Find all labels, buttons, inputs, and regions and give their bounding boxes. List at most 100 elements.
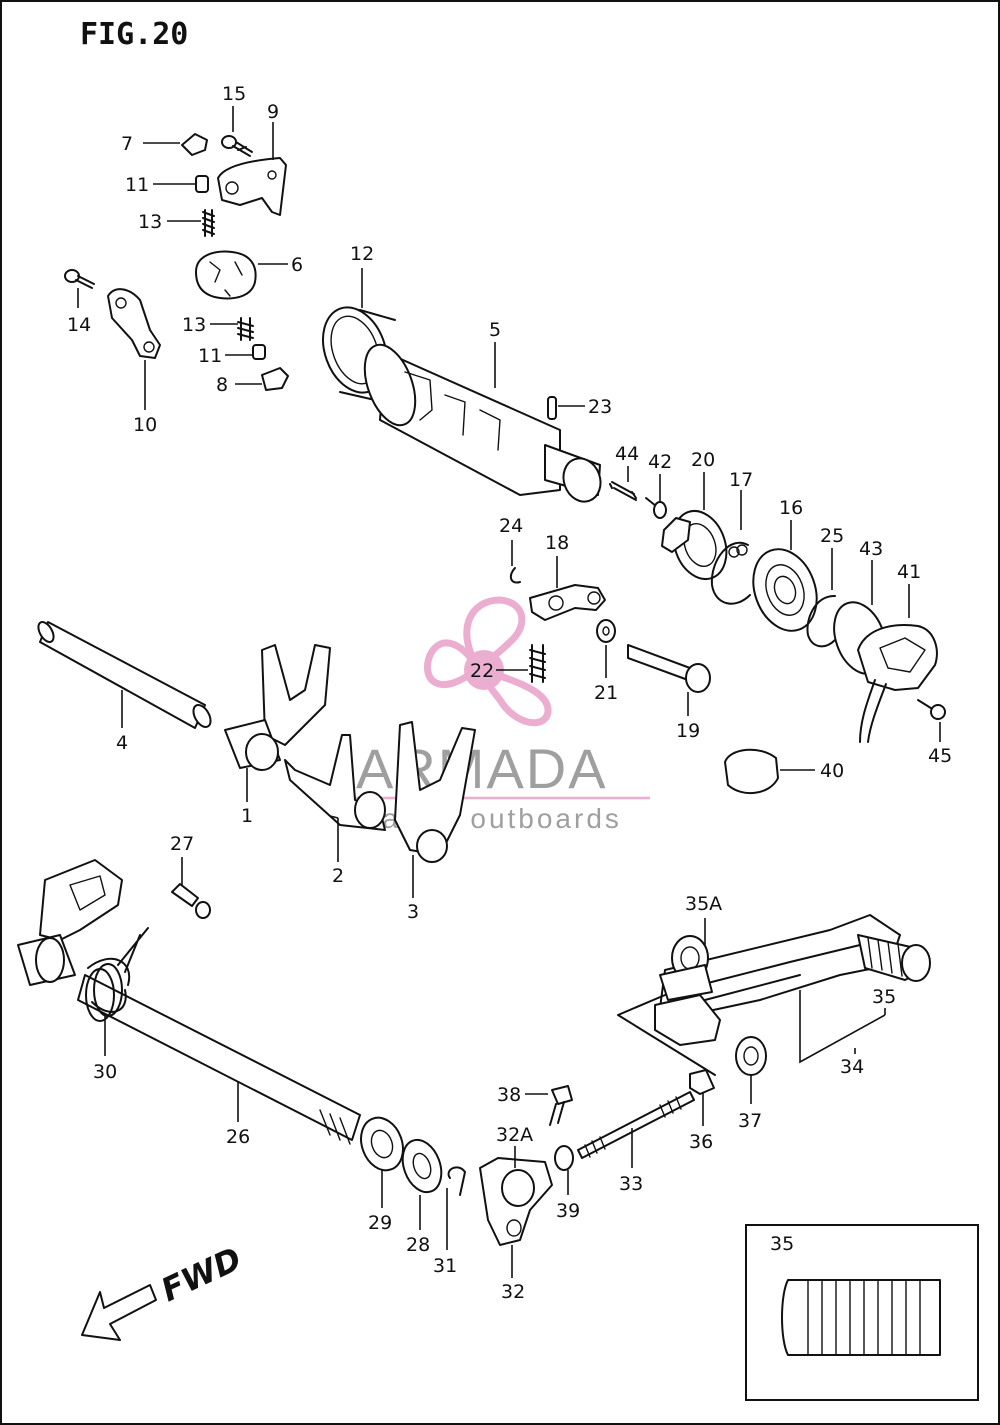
part-10-drawing <box>107 288 161 359</box>
part-36-drawing <box>689 1069 715 1095</box>
callout-28[interactable]: 28 <box>406 1234 430 1256</box>
part-42-drawing <box>645 497 667 519</box>
callout-14[interactable]: 14 <box>67 314 91 336</box>
callout-25[interactable]: 25 <box>820 525 844 547</box>
part-35-drawing <box>857 934 931 982</box>
part-35A-drawing <box>659 935 713 1001</box>
part-11a-drawing <box>195 175 209 193</box>
callout-38[interactable]: 38 <box>497 1084 521 1106</box>
callout-5[interactable]: 5 <box>489 319 501 341</box>
part-5-drawing <box>363 343 602 503</box>
part-45-drawing <box>917 699 946 720</box>
callout-41[interactable]: 41 <box>897 561 921 583</box>
callout-7[interactable]: 7 <box>121 133 133 155</box>
callout-4[interactable]: 4 <box>116 732 128 754</box>
callout-9[interactable]: 9 <box>267 101 279 123</box>
part-1-drawing <box>224 644 331 771</box>
part-4-drawing <box>37 621 212 729</box>
callout-16[interactable]: 16 <box>779 497 803 519</box>
callout-1[interactable]: 1 <box>241 805 253 827</box>
callout-27[interactable]: 27 <box>170 833 194 855</box>
callout-32[interactable]: 32 <box>501 1281 525 1303</box>
callout-26[interactable]: 26 <box>226 1126 250 1148</box>
callout-13-upper[interactable]: 13 <box>138 211 162 233</box>
callout-6[interactable]: 6 <box>291 254 303 276</box>
callout-36[interactable]: 36 <box>689 1131 713 1153</box>
part-7-drawing <box>181 133 208 156</box>
part-19-drawing <box>627 644 711 693</box>
part-30-drawing <box>85 927 149 1022</box>
part-41-drawing <box>857 624 938 743</box>
part-44-drawing <box>609 481 637 501</box>
watermark-brand: ARMADA <box>356 737 608 800</box>
propeller-logo-icon <box>423 596 552 727</box>
callout-34[interactable]: 34 <box>840 1056 864 1078</box>
callout-44[interactable]: 44 <box>615 443 639 465</box>
leader-lines <box>77 106 941 1278</box>
part-14-drawing <box>64 269 95 289</box>
callout-24[interactable]: 24 <box>499 515 523 537</box>
direction-label: FWD <box>155 1239 247 1309</box>
callout-17[interactable]: 17 <box>729 469 753 491</box>
callout-35[interactable]: 35 <box>872 986 896 1008</box>
callout-18[interactable]: 18 <box>545 532 569 554</box>
part-17-drawing <box>710 541 751 605</box>
callout-45[interactable]: 45 <box>928 745 952 767</box>
part-11b-drawing <box>252 344 266 360</box>
callout-3[interactable]: 3 <box>407 901 419 923</box>
part-23-drawing <box>547 396 557 420</box>
part-26-drawing <box>17 859 361 1145</box>
part-24-drawing <box>509 567 521 584</box>
part-2-drawing <box>284 734 386 831</box>
callout-2[interactable]: 2 <box>332 865 344 887</box>
callout-15[interactable]: 15 <box>222 83 246 105</box>
callout-13-lower[interactable]: 13 <box>182 314 206 336</box>
callout-11-lower[interactable]: 11 <box>198 345 222 367</box>
part-13a-drawing <box>202 209 215 237</box>
callout-20[interactable]: 20 <box>691 449 715 471</box>
figure-title: FIG.20 <box>80 17 188 52</box>
part-38-drawing <box>549 1085 573 1126</box>
part-labels: 7 15 9 11 13 6 14 13 11 8 10 12 5 23 44 … <box>67 83 952 1303</box>
inset-label: 35 <box>770 1233 794 1255</box>
callout-43[interactable]: 43 <box>859 538 883 560</box>
part-3-drawing <box>394 721 476 863</box>
part-29-drawing <box>360 1116 404 1172</box>
part-8-drawing <box>261 367 289 391</box>
callout-23[interactable]: 23 <box>588 396 612 418</box>
callout-22[interactable]: 22 <box>470 660 494 682</box>
callout-30[interactable]: 30 <box>93 1061 117 1083</box>
part-39-drawing <box>554 1145 574 1171</box>
callout-42[interactable]: 42 <box>648 451 672 473</box>
part-33-drawing <box>577 1091 695 1159</box>
inset-box <box>745 1224 979 1401</box>
part-13b-drawing <box>237 317 254 341</box>
callout-32A[interactable]: 32A <box>496 1124 533 1146</box>
callout-19[interactable]: 19 <box>676 720 700 742</box>
part-28-drawing <box>401 1138 443 1194</box>
callout-12[interactable]: 12 <box>350 243 374 265</box>
callout-11-upper[interactable]: 11 <box>125 174 149 196</box>
part-20-drawing <box>661 510 728 580</box>
callout-39[interactable]: 39 <box>556 1200 580 1222</box>
callout-8[interactable]: 8 <box>216 374 228 396</box>
callout-21[interactable]: 21 <box>594 682 618 704</box>
callout-10[interactable]: 10 <box>133 414 157 436</box>
callout-33[interactable]: 33 <box>619 1173 643 1195</box>
callout-40[interactable]: 40 <box>820 760 844 782</box>
fwd-arrow-icon <box>81 1284 157 1341</box>
part-27-drawing <box>171 883 211 919</box>
part-15-drawing <box>221 135 253 157</box>
callout-37[interactable]: 37 <box>738 1110 762 1132</box>
callout-29[interactable]: 29 <box>368 1212 392 1234</box>
callout-31[interactable]: 31 <box>433 1255 457 1277</box>
part-16-drawing <box>752 548 818 632</box>
callout-35A[interactable]: 35A <box>685 893 722 915</box>
part-25-drawing <box>806 594 836 648</box>
part-21-drawing <box>596 619 616 643</box>
part-37-drawing <box>735 1036 767 1076</box>
part-32-drawing <box>479 1157 553 1246</box>
